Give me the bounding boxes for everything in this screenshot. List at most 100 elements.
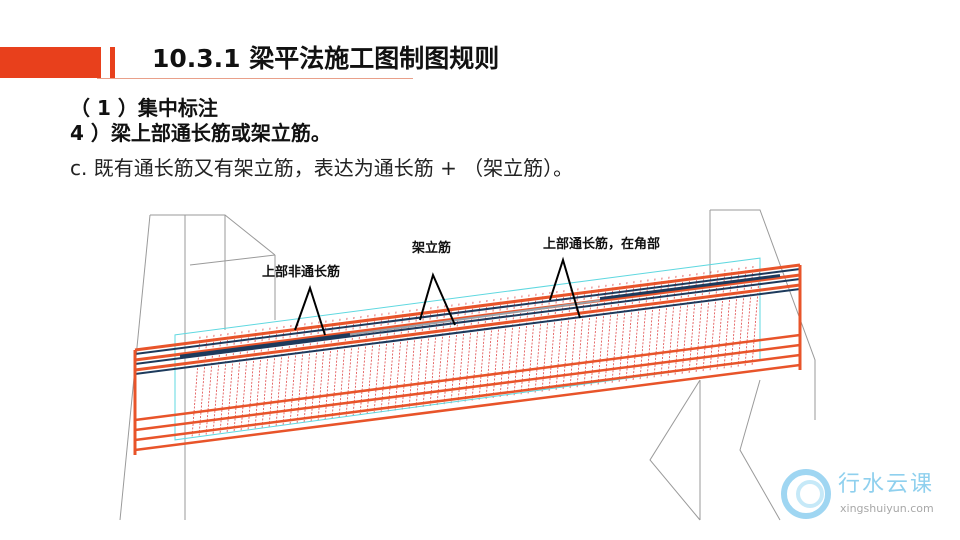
label-leaders [294,256,581,336]
stirrup [520,294,530,396]
stirrup [723,268,733,370]
stirrup [709,270,719,372]
stirrup [751,265,761,367]
top-through-bar [134,268,801,355]
right-column-edge [649,379,701,521]
stirrup [653,277,663,379]
right-column-edge [710,209,816,420]
non-through-bar [599,274,781,301]
stirrup [457,302,467,404]
stirrup [730,267,740,369]
stirrup [590,285,600,387]
stirrup [324,319,334,421]
stirrup [219,333,229,435]
leader-erection-bar [419,272,456,326]
stirrup [471,300,481,402]
bottom-longitudinal-bar [134,363,801,452]
title-accent-divider [110,47,115,78]
top-through-bar [134,288,801,375]
stirrup [338,317,348,419]
logo-wave-icon [781,469,831,519]
stirrup [345,316,355,419]
bottom-longitudinal-bar [134,353,801,442]
stirrup [674,274,684,377]
stirrup [282,325,292,427]
top-longitudinal-bar [134,263,801,352]
stirrup [387,311,397,413]
stirrup [702,271,712,373]
stirrups [191,265,761,438]
top-longitudinal-bar [134,273,801,362]
stirrup [464,301,474,403]
stirrup [667,275,677,377]
stirrup [681,274,691,376]
stirrup [541,291,551,394]
slide-title: 10.3.1 梁平法施工图制图规则 [152,44,500,73]
erection-bar [349,299,601,336]
label-erection-bar: 架立筋 [412,241,452,256]
stirrup [639,279,649,381]
top-longitudinal-bar [134,283,801,372]
body-text: c. 既有通长筋又有架立筋，表达为通长筋 + （架立筋）。 [70,156,574,180]
stirrup [611,282,621,385]
stirrup [534,292,544,394]
stirrup [660,276,670,378]
watermark-cn: 行水云课 [838,472,935,497]
stirrup [261,327,271,429]
stirrup [688,273,698,375]
stirrup [268,326,278,428]
stirrup [366,314,376,416]
stirrup [198,335,208,437]
stirrup [359,315,369,417]
stirrup [233,331,243,433]
stirrup [618,282,628,384]
stirrup [331,318,341,420]
stirrup [352,316,362,418]
stirrup [737,266,747,368]
stirrup [380,312,390,414]
stirrup [604,283,614,385]
stirrup [646,278,656,380]
stirrup [625,281,635,383]
stirrup [303,322,313,424]
stirrup [450,303,460,405]
stirrup [436,305,446,407]
stirrup [254,328,264,430]
stirrup [408,308,418,411]
stirrup [632,280,642,382]
stirrup [422,307,432,409]
stirrup [394,310,404,412]
stirrup [569,288,579,390]
stirrup [513,295,523,397]
stirrup [296,323,306,425]
stirrup [576,287,586,389]
stirrup [695,272,705,374]
stirrup [485,299,495,401]
stirrup [478,299,488,402]
stirrup [415,308,425,410]
stirrup [548,291,558,393]
stirrup [555,290,565,392]
bottom-longitudinal-bar [134,333,801,422]
leader-through-bar [549,256,581,319]
left-column-edge [189,254,276,266]
stirrup [583,286,593,388]
stirrup [289,324,299,426]
stirrup [247,329,257,431]
stirrup [527,293,537,395]
stirrup [317,320,327,422]
non-through-bar [179,333,351,358]
stirrup [240,330,250,432]
section-heading: （ 1 ）集中标注 [70,96,218,120]
top-through-bar [134,278,801,365]
stirrup [429,306,439,408]
stirrup [744,265,754,368]
stirrup [310,321,320,423]
stirrup [212,333,222,436]
stirrup [492,298,502,400]
stirrup [275,325,285,428]
title-underline [97,78,413,79]
stirrup [226,332,236,434]
stirrup [499,297,509,399]
